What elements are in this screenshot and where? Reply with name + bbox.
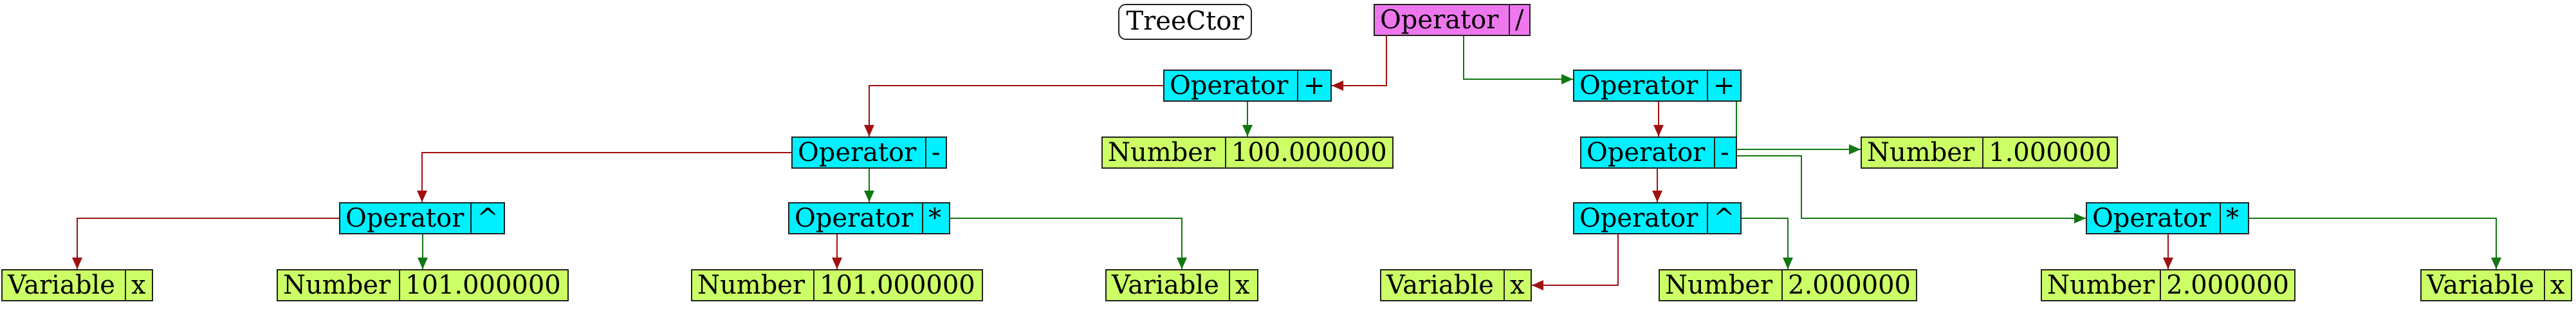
node-value-label: + xyxy=(1707,71,1740,100)
tree-node-varx4: Variable x xyxy=(2420,269,2572,301)
node-type-label: Number xyxy=(1665,270,1773,300)
node-type-label: Number xyxy=(697,270,805,300)
node-value-label: + xyxy=(1297,71,1330,100)
edge-pow1-to-varx1 xyxy=(72,218,339,269)
edge-sub2-to-mul2 xyxy=(1737,155,2086,223)
tree-node-num100: Number 100.000000 xyxy=(1101,137,1394,169)
tree-node-add2: Operator + xyxy=(1573,70,1742,102)
node-value-label: * xyxy=(2220,203,2248,233)
node-value-label: 1.000000 xyxy=(1982,138,2117,167)
edge-mul1-to-varx2 xyxy=(950,218,1187,269)
edge-root-to-add2 xyxy=(1463,36,1573,84)
edge-root-to-add1 xyxy=(1332,36,1387,91)
node-type-label: Number xyxy=(1867,138,1975,167)
edge-pow2-to-num2a xyxy=(1742,218,1793,269)
node-value-label: 2.000000 xyxy=(2160,270,2294,300)
node-type-label: Number xyxy=(2047,270,2155,300)
node-type-label: Operator xyxy=(1579,203,1698,233)
node-value-label: x xyxy=(125,270,152,300)
tree-node-pow1: Operator^ xyxy=(339,202,505,234)
tree-node-sub2: Operator- xyxy=(1580,137,1737,169)
tree-node-pow2: Operator ^ xyxy=(1573,202,1742,234)
node-type-label: Variable xyxy=(1112,270,1219,300)
node-type-label: Operator xyxy=(795,203,914,233)
node-value-label: ^ xyxy=(470,203,504,233)
node-type-label: Variable xyxy=(1386,270,1494,300)
node-value-label: * xyxy=(922,203,949,233)
node-type-label: Operator xyxy=(345,203,465,233)
tree-node-add1: Operator + xyxy=(1163,70,1332,102)
tree-node-num2a: Number 2.000000 xyxy=(1659,269,1917,301)
node-type-label: Operator xyxy=(1380,5,1499,35)
node-type-label: Number xyxy=(283,270,391,300)
node-value-label: ^ xyxy=(1707,203,1740,233)
node-value-label: - xyxy=(925,138,946,167)
node-type-label: Variable xyxy=(2427,270,2534,300)
node-value-label: 2.000000 xyxy=(1781,270,1916,300)
tree-node-varx2: Variable x xyxy=(1105,269,1258,301)
edge-pow2-to-varx3 xyxy=(1532,234,1619,290)
tree-node-num101b: Number 101.000000 xyxy=(691,269,983,301)
node-type-label: Operator xyxy=(798,138,917,167)
node-value-label: x xyxy=(1229,270,1257,300)
node-value-label: 101.000000 xyxy=(399,270,567,300)
node-value-label: x xyxy=(2544,270,2571,300)
tree-node-varx3: Variable x xyxy=(1380,269,1532,301)
node-type-label: Variable xyxy=(8,270,115,300)
edge-add2-to-num1 xyxy=(1736,102,1861,155)
node-value-label: / xyxy=(1509,5,1529,35)
node-value-label: 100.000000 xyxy=(1225,138,1392,167)
node-type-label: Operator xyxy=(2092,203,2211,233)
edge-mul2-to-varx4 xyxy=(2249,218,2501,269)
node-type-label: Number xyxy=(1108,138,1216,167)
edge-sub1-to-pow1 xyxy=(417,152,791,202)
tree-node-root: Operator / xyxy=(1374,4,1531,36)
node-type-label: Operator xyxy=(1170,71,1289,100)
node-value-label: x xyxy=(1504,270,1531,300)
edge-add1-to-sub1 xyxy=(864,85,1163,137)
node-type-label: Operator xyxy=(1587,138,1706,167)
node-value-label: 101.000000 xyxy=(813,270,982,300)
tree-node-num101a: Number 101.000000 xyxy=(277,269,569,301)
tree-node-mul2: Operator * xyxy=(2086,202,2249,234)
node-value-label: - xyxy=(1714,138,1736,167)
tree-node-varx1: Variable x xyxy=(1,269,153,301)
tree-node-mul1: Operator * xyxy=(788,202,950,234)
tree-node-sub1: Operator- xyxy=(791,137,947,169)
tree-title: TreeCtor xyxy=(1118,4,1252,40)
node-type-label: Operator xyxy=(1579,71,1698,100)
